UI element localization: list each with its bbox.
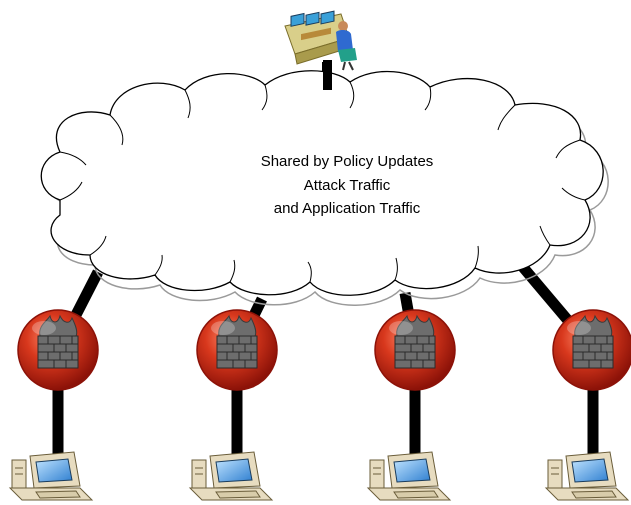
- cloud: Shared by Policy Updates Attack Traffic …: [40, 70, 604, 296]
- operator-console-icon: [284, 10, 357, 90]
- computer-icon: [188, 451, 274, 501]
- computer-icon: [366, 451, 452, 501]
- computer-row: [8, 451, 630, 501]
- computer-icon: [8, 451, 94, 501]
- firewall-icon: [17, 309, 99, 391]
- firewall-icon: [552, 309, 631, 391]
- firewall-row: [17, 309, 631, 391]
- cloud-text-line-3: and Application Traffic: [274, 200, 421, 217]
- firewall-icon: [196, 309, 278, 391]
- computer-icon: [544, 451, 630, 501]
- cloud-text-line-1: Shared by Policy Updates: [261, 153, 434, 170]
- firewall-icon: [374, 309, 456, 391]
- cloud-text-line-2: Attack Traffic: [304, 177, 391, 194]
